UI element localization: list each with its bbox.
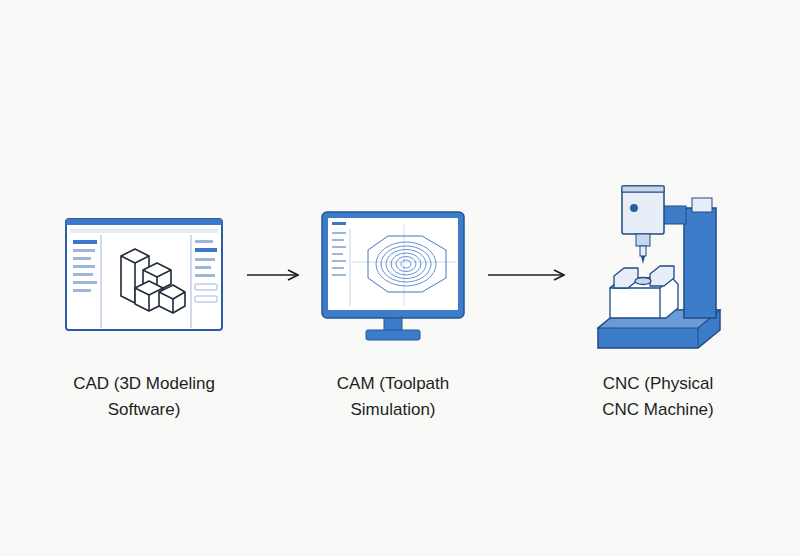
flow-arrow xyxy=(488,274,564,276)
cnc-machine-illustration xyxy=(588,180,728,352)
step-caption: CAD (3D Modeling Software) xyxy=(69,371,219,423)
cad-window: CAD (3D Modeling Software) xyxy=(65,218,223,331)
step-caption: CNC (Physical CNC Machine) xyxy=(593,371,723,423)
flow-arrow xyxy=(247,274,298,276)
cad-window-illustration xyxy=(65,218,223,331)
cam-monitor: CAM (Toolpath Simulation) xyxy=(322,212,464,342)
step-caption: CAM (Toolpath Simulation) xyxy=(323,371,463,423)
cnc-machine: CNC (Physical CNC Machine) xyxy=(588,180,728,352)
cam-monitor-illustration xyxy=(322,212,464,342)
